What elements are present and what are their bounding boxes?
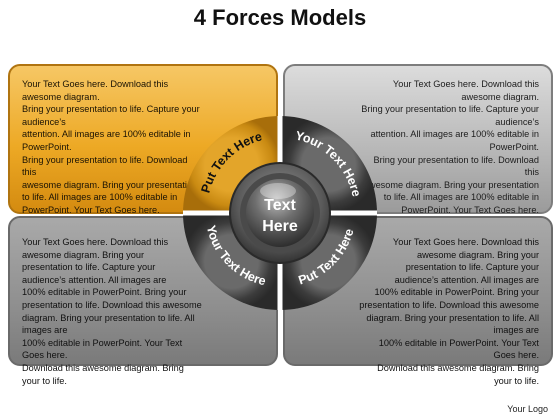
panel-text: Your Text Goes here. Download this aweso… (22, 237, 202, 386)
page-title: 4 Forces Models (193, 5, 367, 30)
logo-placeholder: Your Logo (507, 404, 548, 414)
center-label-line-2: Here (262, 218, 298, 235)
panel-text: Your Text Goes here. Download this aweso… (359, 237, 539, 386)
center-label-line-1: Text (264, 197, 296, 214)
core-ball (246, 179, 314, 247)
